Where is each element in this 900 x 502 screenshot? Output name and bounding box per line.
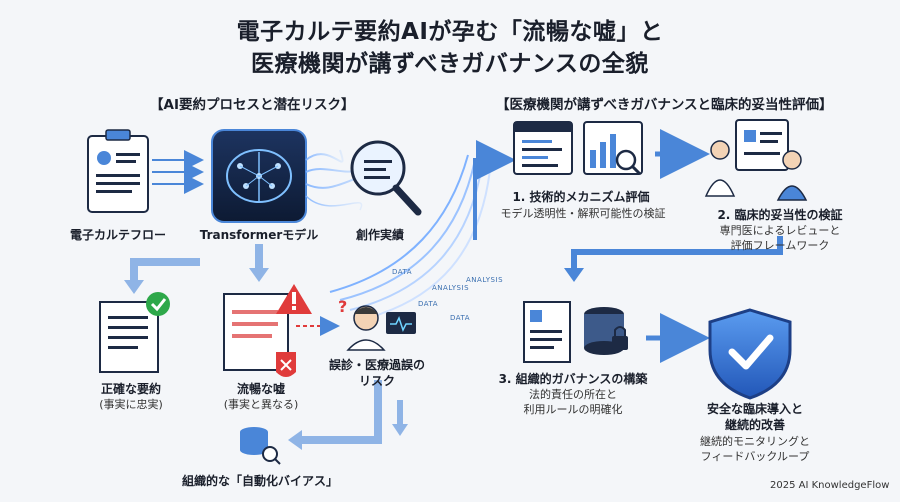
final-title-2: 継続的改善	[724, 418, 785, 432]
arrow-step2-to-step3	[571, 236, 783, 270]
fluent-lie-sub: (事実と異なる)	[223, 398, 299, 411]
arrow-to-step1	[473, 140, 516, 240]
governance-docs-icon	[523, 301, 571, 363]
transformer-brain-icon	[211, 129, 307, 223]
final-title-1: 安全な臨床導入と	[706, 402, 803, 416]
accurate-summary-sub: (事実に忠実)	[99, 398, 163, 411]
step3-sub1: 法的責任の所在と	[529, 388, 617, 401]
accurate-summary-title: 正確な要約	[100, 382, 161, 396]
stream-word-3: ANALYSIS	[466, 276, 504, 284]
arrow-to-bias	[300, 380, 382, 444]
final-sub-1: 継続的モニタリングと	[700, 435, 810, 448]
page-title-line1: 電子カルテ要約AIが孕む「流暢な嘘」と	[236, 19, 664, 45]
right-section-heading: 【医療機関が講ずべきガバナンスと臨床的妥当性評価】	[496, 97, 833, 113]
left-section-heading: 【AI要約プロセスと潜在リスク】	[150, 97, 355, 113]
fluent-lie-title: 流暢な嘘	[236, 382, 285, 396]
stream-word-5: DATA	[450, 314, 471, 322]
step2-title: 2. 臨床的妥当性の検証	[717, 208, 843, 222]
step2-sub2: 評価フレームワーク	[730, 239, 830, 252]
risk-title: 誤診・医療過誤の	[328, 358, 425, 372]
stream-word-1: DATA	[392, 268, 413, 276]
fluent-lie-doc-icon	[223, 284, 312, 377]
automation-bias-label: 組織的な「自動化バイアス」	[181, 474, 338, 488]
ehr-label: 電子カルテフロー	[69, 228, 166, 242]
input-arrows	[152, 150, 204, 194]
footer-credit: 2025 AI KnowledgeFlow	[770, 480, 890, 491]
step3-sub2: 利用ルールの明確化	[523, 403, 623, 416]
page-title-line2: 医療機関が講ずべきガバナンスの全貌	[251, 51, 649, 77]
step2-sub1: 専門医によるレビューと	[719, 224, 841, 237]
arrow-to-accurate	[130, 258, 200, 282]
risk-title-2: リスク	[358, 374, 395, 388]
code-window-icon	[513, 121, 573, 175]
step1-sub: モデル透明性・解釈可能性の検証	[500, 207, 666, 220]
ehr-clipboard-icon	[87, 129, 149, 213]
chart-window-icon	[583, 121, 643, 176]
svg-text:?: ?	[338, 297, 347, 316]
secure-database-icon	[584, 307, 628, 355]
doctor-risk-icon: ?	[338, 297, 416, 351]
stream-word-2: ANALYSIS	[432, 284, 470, 292]
clinical-review-icon	[704, 119, 808, 201]
step1-title: 1. 技術的メカニズム評価	[512, 190, 650, 204]
step3-title: 3. 組織的ガバナンスの構築	[498, 372, 648, 386]
fabrication-label: 創作実績	[355, 228, 404, 242]
bias-database-icon	[240, 427, 281, 465]
final-sub-2: フィードバックループ	[700, 450, 810, 463]
accurate-summary-doc-icon	[99, 292, 170, 373]
magnifier-icon	[350, 140, 422, 216]
transformer-label: Transformerモデル	[199, 228, 319, 242]
shield-check-icon	[708, 308, 792, 400]
stream-word-4: DATA	[418, 300, 439, 308]
